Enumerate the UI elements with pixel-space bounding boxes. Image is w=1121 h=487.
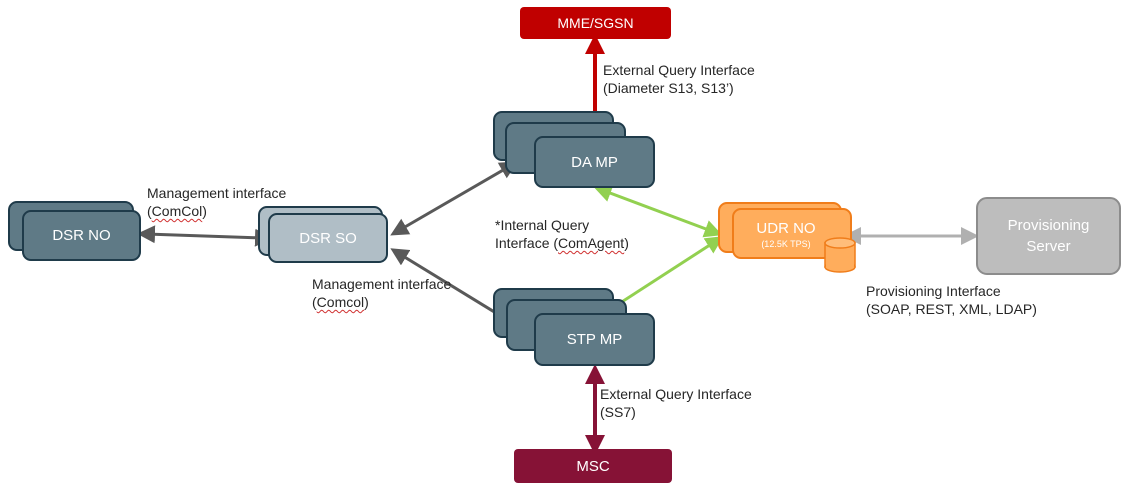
management-top-word: ComCol xyxy=(151,203,203,219)
management-bottom-paren-open: ( xyxy=(312,294,317,310)
arrow-damp-to-udr xyxy=(593,184,723,238)
provisioning-server-label-line2: Server xyxy=(1026,238,1071,255)
internal-query-line2: Interface (ComAgent) xyxy=(495,234,629,252)
udr-no-label: UDR NO xyxy=(756,220,816,237)
dsr-no-label: DSR NO xyxy=(52,227,111,244)
external-query-bottom-line2: (SS7) xyxy=(600,404,636,420)
management-bottom-line1: Management interface xyxy=(312,276,452,292)
external-query-bottom-line1: External Query Interface xyxy=(600,386,752,402)
management-top-label: Management interface (ComCol) xyxy=(147,184,286,220)
internal-query-line1: *Internal Query xyxy=(495,217,590,233)
dsr-so-label: DSR SO xyxy=(299,229,357,247)
mme-sgsn-label: MME/SGSN xyxy=(557,15,634,31)
external-query-top-label: External Query Interface (Diameter S13, … xyxy=(603,61,755,97)
provisioning-interface-line2: (SOAP, REST, XML, LDAP) xyxy=(866,301,1037,317)
dsr-so-node: DSR SO xyxy=(268,213,388,263)
msc-label: MSC xyxy=(576,457,610,475)
management-bottom-label: Management interface (Comcol) xyxy=(312,275,451,311)
external-query-top-line1: External Query Interface xyxy=(603,62,755,78)
da-mp-node: DA MP xyxy=(534,136,655,188)
management-top-paren-close: ) xyxy=(202,203,207,219)
provisioning-interface-line1: Provisioning Interface xyxy=(866,283,1001,299)
management-top-paren-open: ( xyxy=(147,203,152,219)
mme-sgsn-node: MME/SGSN xyxy=(520,7,671,39)
provisioning-server-label-line1: Provisioning xyxy=(1007,217,1090,234)
internal-query-prefix: Interface ( xyxy=(495,235,559,251)
da-mp-label: DA MP xyxy=(571,153,618,171)
stp-mp-label: STP MP xyxy=(566,331,623,348)
arrow-dsrno-to-dsrso xyxy=(137,225,273,247)
external-query-top-line2: (Diameter S13, S13’) xyxy=(603,80,734,96)
arrow-dsrso-to-damp xyxy=(390,161,518,236)
internal-query-suffix: ) xyxy=(624,235,629,251)
internal-query-word: ComAgent xyxy=(558,235,625,251)
stp-mp-node: STP MP xyxy=(534,313,655,366)
dsr-no-node: DSR NO xyxy=(22,210,141,261)
management-bottom-paren-close: ) xyxy=(364,294,369,310)
management-bottom-word: Comcol xyxy=(316,294,365,310)
msc-node: MSC xyxy=(514,449,672,483)
provisioning-server-node: Provisioning Server xyxy=(976,197,1121,275)
management-top-line1: Management interface xyxy=(147,185,287,201)
udr-tps-label: (12.5K TPS) xyxy=(761,239,811,249)
internal-query-label: *Internal Query Interface (ComAgent) xyxy=(495,216,629,252)
management-top-line2: (ComCol) xyxy=(147,202,286,220)
provisioning-interface-label: Provisioning Interface (SOAP, REST, XML,… xyxy=(866,282,1037,318)
database-icon xyxy=(824,237,856,273)
management-bottom-line2: (Comcol) xyxy=(312,293,451,311)
external-query-bottom-label: External Query Interface (SS7) xyxy=(600,385,752,421)
